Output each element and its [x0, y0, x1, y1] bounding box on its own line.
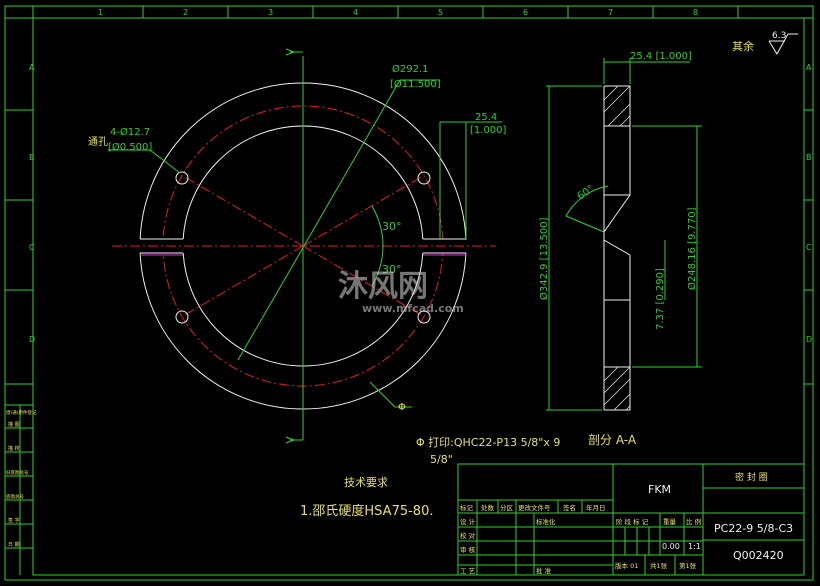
grid-row-d-right: D	[806, 335, 812, 344]
roughness-value: 6.3	[772, 31, 786, 41]
tech-req-item-1: 1.邵氏硬度HSA75-80.	[300, 503, 433, 519]
scale-value: 1:1	[688, 542, 701, 551]
grid-col-6: 6	[523, 8, 528, 17]
grid-row-b-left: B	[29, 153, 35, 162]
role-reviewer: 审 核	[460, 545, 476, 554]
tech-req-title: 技术要求	[344, 476, 388, 489]
approve-label: 批 准	[536, 566, 552, 575]
grid-col-8: 8	[693, 8, 698, 17]
strip-label-1: 描 图	[8, 421, 20, 428]
marking-line-1: Φ 打印:QHC22-P13 5/8"x 9	[416, 435, 560, 449]
slot-dim-in: [1.000]	[470, 125, 507, 136]
grid-col-2: 2	[183, 8, 188, 17]
top-grid-labels: 1 2 3 4 5 6 7 8	[98, 8, 698, 17]
grid-row-c-right: C	[806, 243, 812, 252]
grid-row-d-left: D	[29, 335, 35, 344]
right-grid-ticks	[804, 109, 813, 385]
grid-col-5: 5	[438, 8, 443, 17]
strip-label-6: 日 期	[8, 542, 20, 548]
part-name: 密 封 圈	[735, 471, 768, 483]
section-view: 25.4 [1.000] Ø342.9 [13.500] Ø248.16 [9.…	[538, 51, 702, 447]
company: FKM	[648, 483, 671, 496]
strip-label-2: 描 校	[8, 445, 20, 452]
std-label: 标准化	[536, 517, 556, 526]
role-checker: 校 对	[460, 531, 476, 540]
bolt-hole-2	[417, 171, 431, 185]
bolt-hole-3	[175, 310, 189, 324]
version: 版本 01	[615, 561, 638, 570]
grid-col-7: 7	[608, 8, 613, 17]
left-strip-table: 借(通)用件登记 描 图 描 校 旧底图总号 底图总号 签 字 日 期	[4, 384, 37, 575]
angle-1: 30°	[382, 220, 402, 233]
grid-row-c-left: C	[29, 243, 35, 252]
role-process: 工 艺	[460, 567, 476, 575]
hole-note: 通孔	[88, 136, 108, 148]
hole-dim-in: [Ø0.500]	[108, 141, 152, 153]
sheets-total: 共1张	[650, 561, 668, 570]
section-top-dim: 25.4 [1.000]	[630, 51, 692, 62]
angle-2: 30°	[382, 263, 402, 276]
grid-col-4: 4	[353, 8, 358, 17]
weight-label: 重量	[663, 518, 677, 526]
left-grid-ticks	[5, 109, 33, 385]
roughness-label: 其余	[732, 39, 754, 53]
strip-label-5: 签 字	[8, 517, 20, 524]
pcd-dim: Ø292.1	[392, 63, 429, 75]
section-id-dim: Ø248.16 [9.770]	[686, 207, 698, 290]
rev-h-5: 年月日	[586, 503, 606, 512]
hole-dim: 4-Ø12.7	[110, 126, 150, 138]
drawing-no: Q002420	[733, 549, 784, 562]
grid-row-a-left: A	[29, 63, 35, 72]
pcd-dim-in: [Ø11.500]	[390, 78, 441, 90]
grid-row-b-right: B	[806, 153, 812, 162]
stage-label: 阶 段 标 记	[616, 517, 649, 526]
grid-col-1: 1	[98, 8, 103, 17]
scale-label: 比 例	[686, 517, 701, 526]
front-view: Ø292.1 [Ø11.500] 通孔 4-Ø12.7 [Ø0.500] 25.…	[88, 48, 507, 444]
front-marker: Φ	[398, 402, 406, 413]
watermark-url: www.mfcad.com	[362, 302, 464, 315]
section-depth-dim: 7.37 [0.290]	[655, 268, 666, 330]
outer-frame	[4, 5, 814, 581]
grid-row-a-right: A	[806, 63, 812, 72]
watermark: 沐风网 www.mfcad.com	[338, 269, 464, 315]
top-grid-ticks	[142, 6, 739, 18]
section-label: 剖分 A-A	[588, 433, 637, 447]
rev-h-3: 更改文件号	[518, 503, 551, 512]
role-designer: 设 计	[460, 517, 476, 526]
bolt-hole-4	[417, 310, 431, 324]
rev-h-0: 标记	[460, 503, 474, 512]
title-block: 标记 处数 分区 更改文件号 签名 年月日 设 计 校 对 审 核 工 艺 标准…	[457, 463, 805, 576]
part-no: PC22-9 5/8-C3	[714, 522, 793, 535]
grid-col-3: 3	[268, 8, 273, 17]
section-od-dim: Ø342.9 [13.500]	[538, 217, 550, 300]
marking-line-2: 5/8"	[430, 453, 453, 466]
weight-value: 0.00	[662, 542, 680, 551]
slot-dim: 25.4	[475, 112, 497, 123]
strip-label-3: 旧底图总号	[6, 469, 29, 476]
rev-h-4: 签名	[563, 503, 576, 512]
strip-label-4: 底图总号	[6, 493, 24, 500]
strip-label-0: 借(通)用件登记	[6, 409, 37, 416]
watermark-brand: 沐风网	[338, 269, 428, 304]
sheet-no: 第1张	[679, 561, 697, 570]
rev-h-2: 分区	[500, 503, 514, 512]
section-chamfer-angle: 60°	[575, 183, 596, 202]
roughness-symbol: 其余 6.3	[732, 31, 798, 55]
bolt-hole-1	[175, 171, 189, 185]
rev-h-1: 处数	[481, 503, 495, 512]
section-hatching	[603, 85, 631, 411]
